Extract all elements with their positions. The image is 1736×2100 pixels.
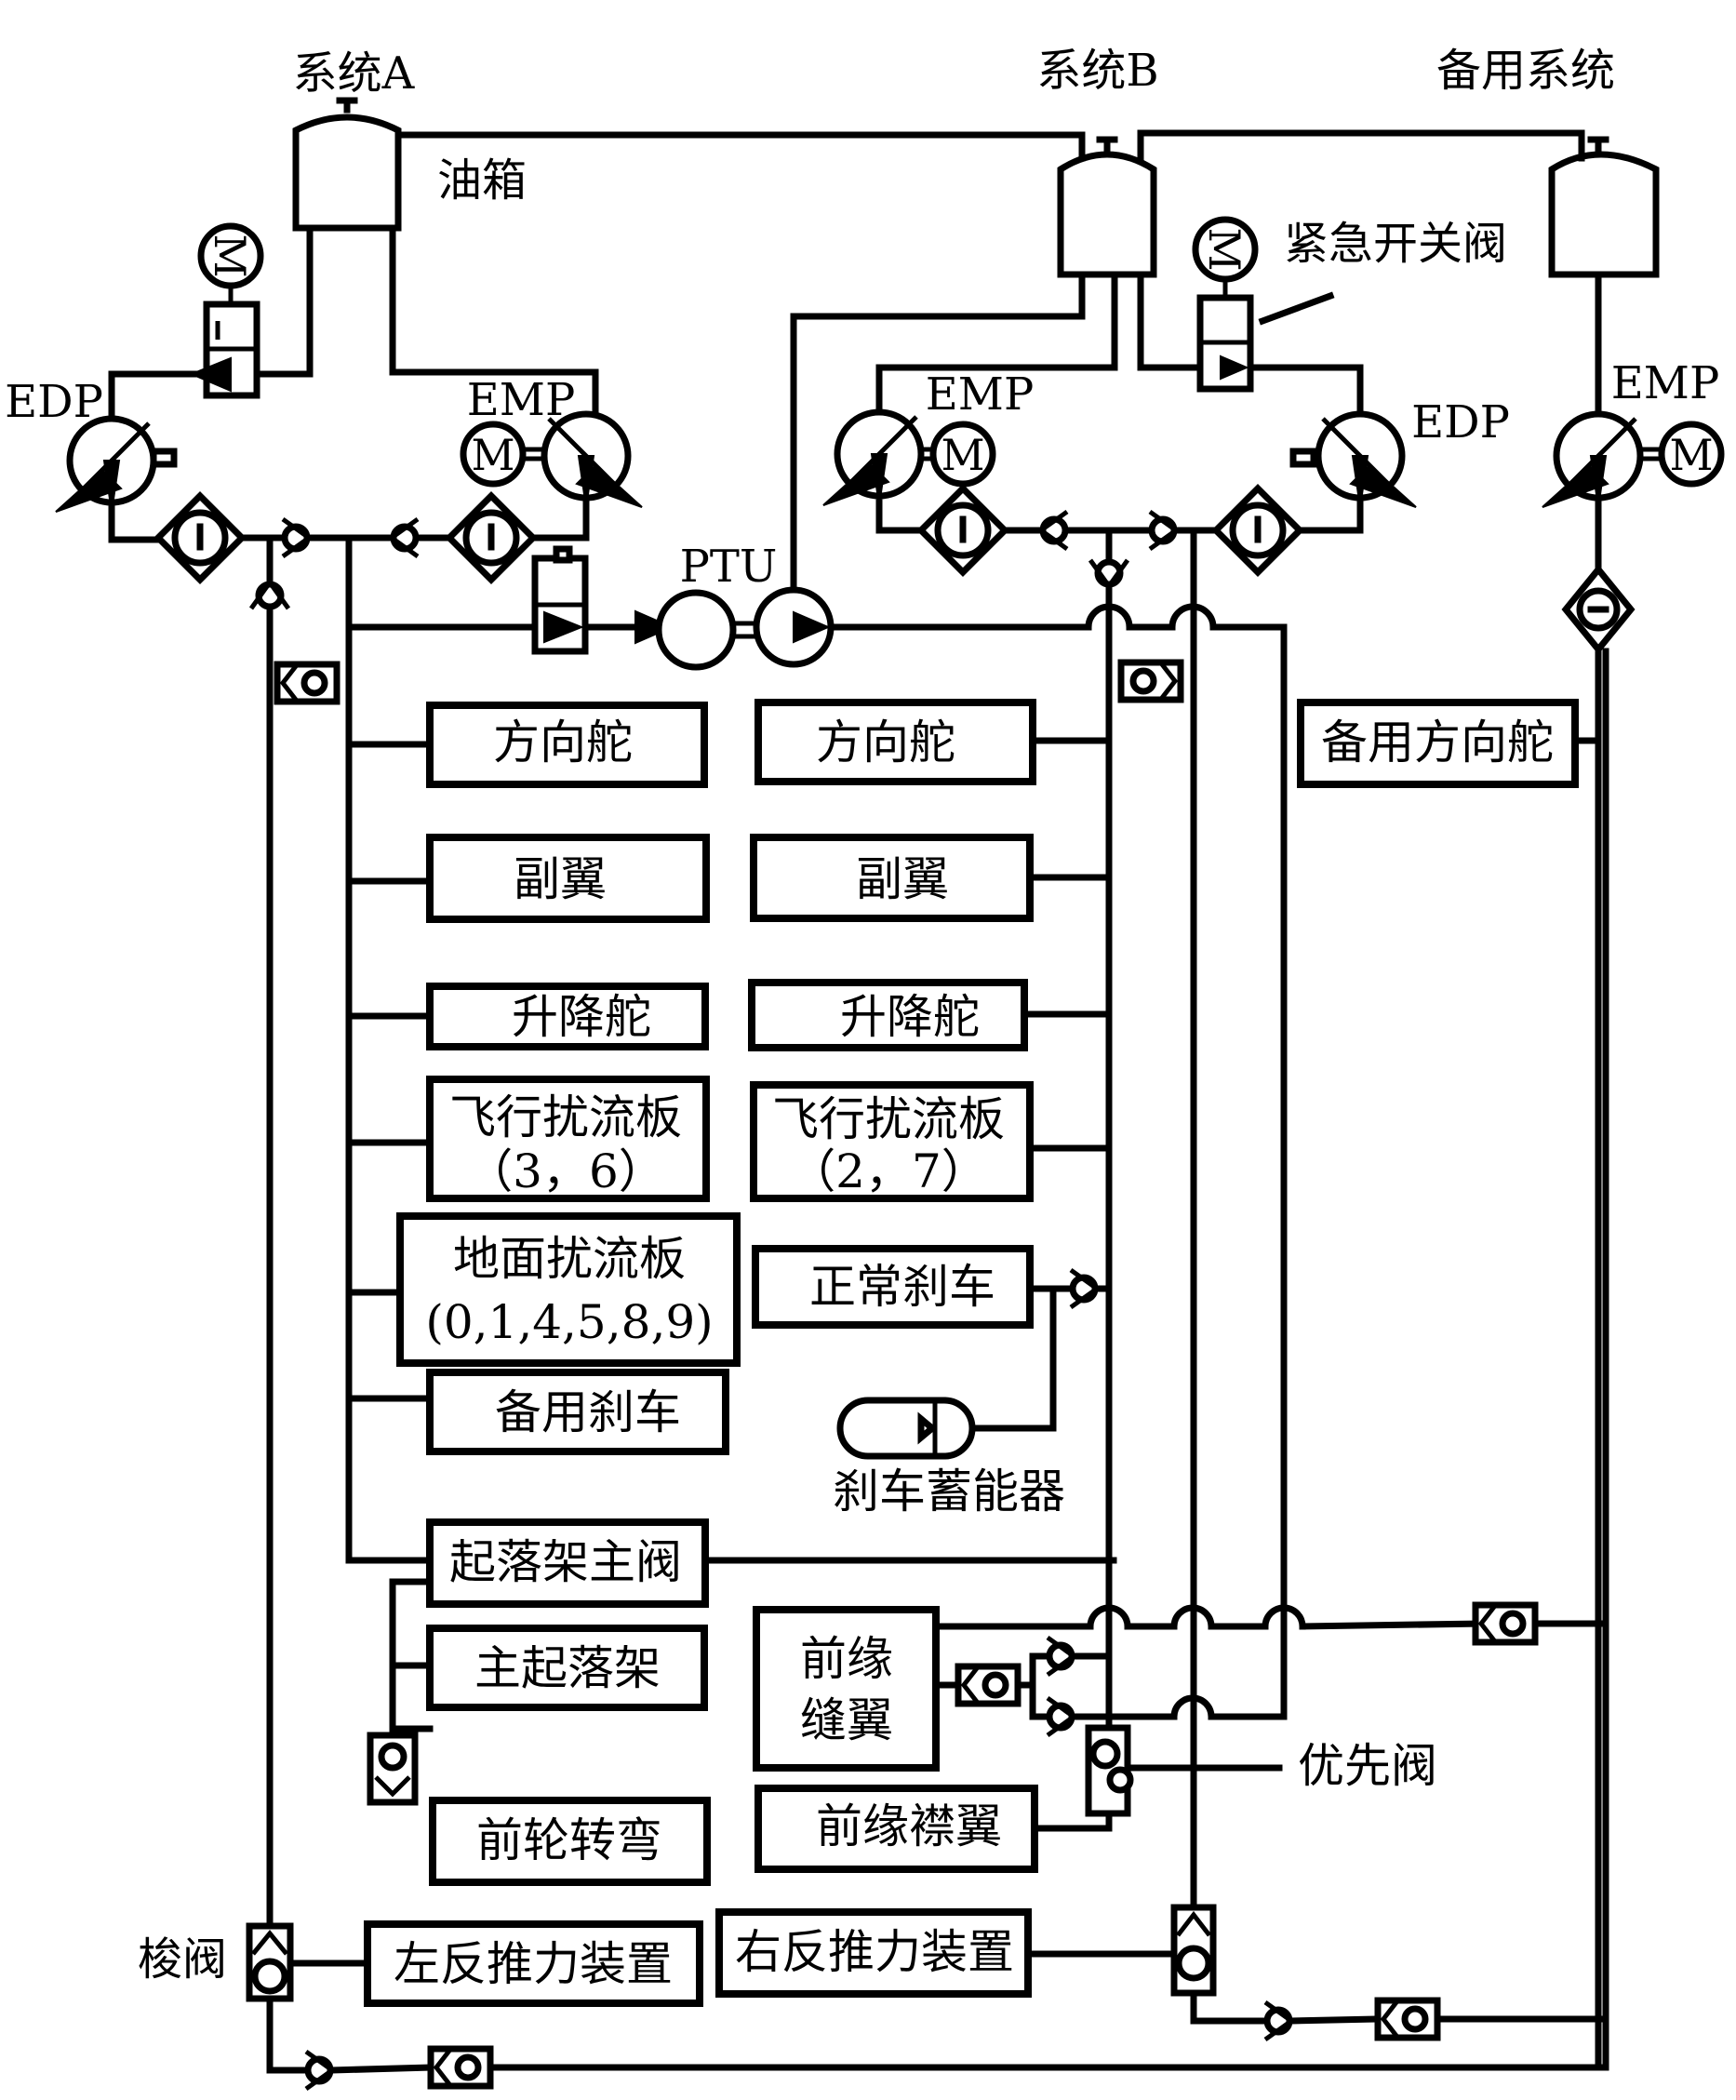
system-a-filter-left <box>158 496 242 580</box>
shuttle-valve-right <box>1170 1904 1217 1997</box>
system-a-flight-spoilers <box>426 1076 710 1202</box>
standby-emp-pump: EMP <box>1542 357 1721 507</box>
system-b-flight-spoilers <box>750 1081 1034 1202</box>
svg-text:缝翼: 缝翼 <box>800 1693 893 1747</box>
system-a-landing-gear-main-valve <box>426 1518 709 1608</box>
boxed-check-valve <box>277 664 337 702</box>
standby-users: 备用方向舵 <box>1297 699 1602 788</box>
svg-text:（2，7）: （2，7） <box>789 1144 988 1198</box>
system-a-emp-label: EMP <box>467 374 575 426</box>
system-b-right-thrust-reverser <box>715 1908 1032 1998</box>
svg-text:前缘: 前缘 <box>800 1632 893 1686</box>
ptu-label: PTU <box>680 541 778 593</box>
svg-text:方向舵: 方向舵 <box>816 716 955 769</box>
standby-filter <box>1561 564 1636 655</box>
system-a-users: 方向舵 副翼 升降舵 飞行扰流板 （3，6） 地面扰流板 (0,1,4,5,8,… <box>280 702 1117 2007</box>
svg-text:地面扰流板: 地面扰流板 <box>453 1232 686 1286</box>
boxed-check-valve <box>958 1666 1018 1704</box>
svg-text:前轮转弯: 前轮转弯 <box>476 1813 662 1867</box>
svg-text:正常刹车: 正常刹车 <box>809 1260 995 1314</box>
system-a-rudder <box>426 702 708 788</box>
svg-text:升降舵: 升降舵 <box>840 990 980 1044</box>
reservoir-b <box>1057 136 1157 278</box>
svg-text:副翼: 副翼 <box>514 852 607 906</box>
check-valve <box>1090 560 1128 586</box>
svg-text:左反推力装置: 左反推力装置 <box>394 1937 673 1991</box>
svg-text:备用方向舵: 备用方向舵 <box>1321 716 1554 769</box>
system-a-nose-wheel-steering <box>429 1797 711 1886</box>
system-a-alternate-brakes <box>426 1369 729 1455</box>
svg-text:备用刹车: 备用刹车 <box>495 1385 681 1439</box>
priority-valve-label: 优先阀 <box>1298 1739 1437 1793</box>
system-b-edp-pump: EDP <box>1289 396 1510 507</box>
system-a-ground-spoilers <box>396 1212 741 1367</box>
landing-gear-check-valve <box>367 1732 419 1806</box>
reservoir-a <box>292 97 402 232</box>
system-b-leading-edge-slats <box>753 1606 940 1772</box>
reservoir-label: 油箱 <box>437 154 527 207</box>
svg-text:起落架主阀: 起落架主阀 <box>449 1535 682 1589</box>
system-b-users: 方向舵 副翼 升降舵 飞行扰流板 （2，7） 正常刹车 刹车蓄能器 前缘 缝翼 … <box>715 699 1178 1998</box>
system-a-emp-pump: EMP <box>463 374 642 507</box>
check-valve <box>251 582 288 609</box>
system-a-elevator <box>426 983 709 1050</box>
svg-text:右反推力装置: 右反推力装置 <box>735 1925 1014 1979</box>
system-a-aileron <box>426 834 710 923</box>
system-b-emp-pump: EMP <box>823 368 1034 505</box>
svg-text:副翼: 副翼 <box>856 852 949 906</box>
boxed-check-valve <box>1121 662 1181 700</box>
system-b-emergency-shutoff-valve <box>1195 220 1335 393</box>
brake-accumulator: 刹车蓄能器 <box>833 1397 1065 1518</box>
emergency-valve-label: 紧急开关阀 <box>1284 218 1507 270</box>
svg-text:升降舵: 升降舵 <box>512 990 651 1044</box>
system-a-shutoff-valve <box>189 226 260 399</box>
system-b-edp-label: EDP <box>1411 396 1510 448</box>
svg-text:（3，6）: （3，6） <box>466 1144 665 1198</box>
svg-text:方向舵: 方向舵 <box>493 716 633 769</box>
standby-system-title: 备用系统 <box>1436 45 1615 97</box>
standby-emp-label: EMP <box>1611 357 1719 409</box>
reservoir-standby <box>1548 136 1660 278</box>
system-a-title: 系统A <box>293 47 416 100</box>
system-a-edp-label: EDP <box>5 376 103 428</box>
standby-rudder <box>1297 699 1579 788</box>
boxed-check-valve <box>1378 2000 1437 2038</box>
svg-text:主起落架: 主起落架 <box>474 1641 661 1695</box>
svg-text:飞行扰流板: 飞行扰流板 <box>772 1092 1005 1146</box>
svg-text:前缘襟翼: 前缘襟翼 <box>816 1799 1002 1853</box>
system-b-filter-left <box>921 488 1005 572</box>
system-b-filter-right <box>1216 488 1300 572</box>
boxed-check-valve <box>431 2049 490 2086</box>
system-b-emp-label: EMP <box>926 368 1034 421</box>
shuttle-valve-left: 梭阀 <box>138 1922 294 2002</box>
priority-valve: 优先阀 <box>1085 1724 1437 1817</box>
system-b-title: 系统B <box>1036 45 1158 97</box>
shuttle-valve-label: 梭阀 <box>138 1933 227 1986</box>
system-a-filter-right <box>449 496 533 580</box>
ptu: PTU <box>655 541 835 671</box>
boxed-check-valve <box>1476 1605 1535 1642</box>
ptu-control-valve <box>531 545 589 655</box>
svg-text:(0,1,4,5,8,9): (0,1,4,5,8,9) <box>425 1295 713 1349</box>
svg-text:飞行扰流板: 飞行扰流板 <box>449 1090 682 1144</box>
system-a-edp-pump: EDP <box>5 376 178 512</box>
system-a-left-thrust-reverser <box>364 1920 703 2007</box>
system-a-main-landing-gear <box>426 1625 708 1711</box>
brake-accumulator-label: 刹车蓄能器 <box>833 1465 1065 1518</box>
